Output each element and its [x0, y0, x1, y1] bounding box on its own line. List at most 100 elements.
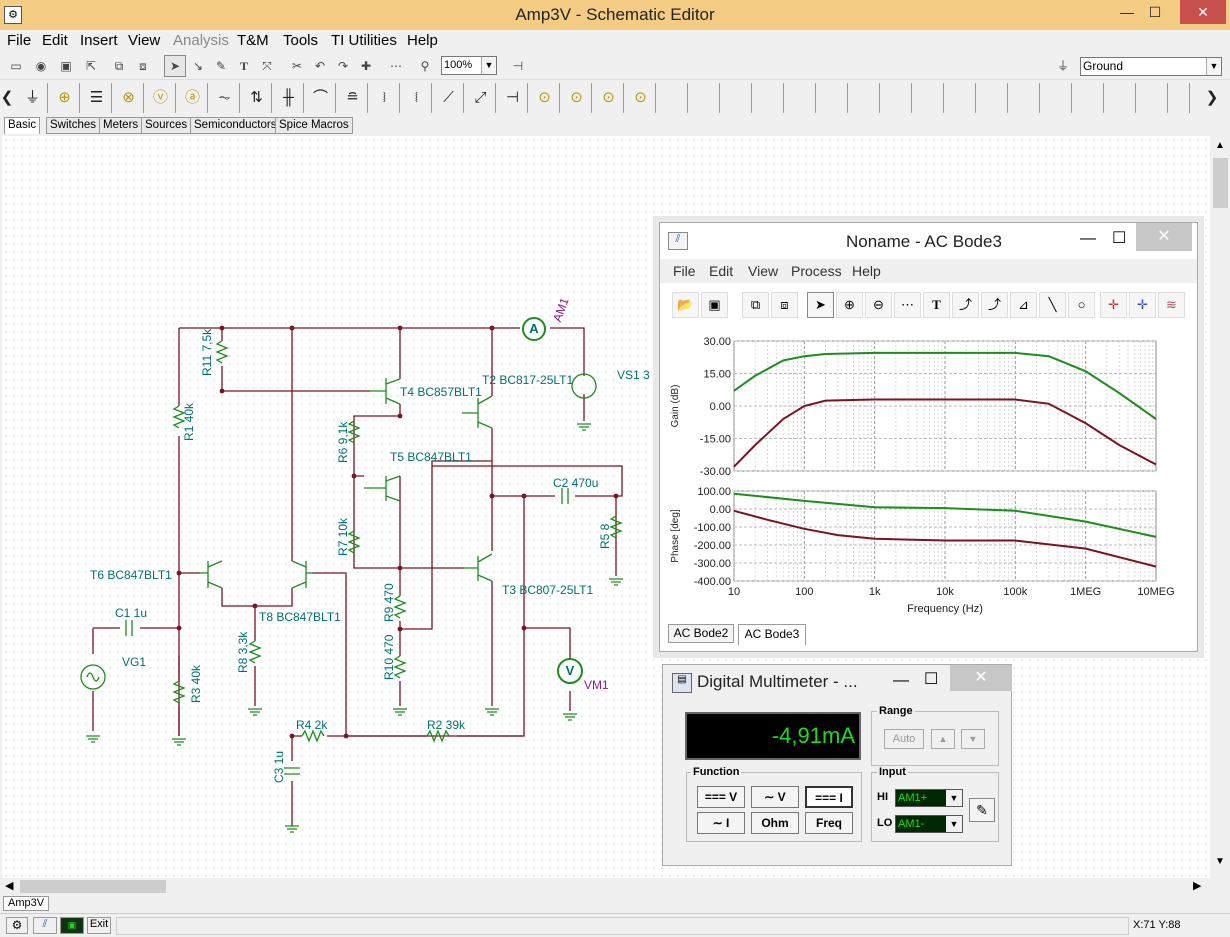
menu-view[interactable]: View — [128, 32, 161, 49]
zoom-100-icon[interactable]: ⊖ — [865, 292, 892, 318]
menu-tools[interactable]: Tools — [283, 32, 319, 49]
meter-icon[interactable]: ▣ — [60, 917, 84, 934]
ground-select[interactable]: Ground▼ — [1080, 57, 1222, 76]
pointer-icon[interactable]: ➤ — [807, 292, 834, 318]
pin-icon[interactable]: ✚ — [360, 59, 372, 73]
bode-maximize[interactable]: ☐ — [1112, 230, 1127, 247]
ohm-button[interactable]: Ohm — [751, 812, 799, 834]
menu-file[interactable]: File — [7, 32, 32, 49]
zoom-select[interactable]: 100%▼ — [441, 56, 497, 75]
bode-menu-file[interactable]: File — [673, 263, 696, 279]
ground-component-icon[interactable]: ⏚ — [18, 83, 48, 113]
cursor-a-icon[interactable]: ⤴ — [952, 292, 979, 318]
ic-source2-icon[interactable]: ⊙ — [562, 83, 592, 113]
probe-icon[interactable]: ✎ — [969, 798, 995, 822]
inductor-core-icon[interactable]: ≘ — [338, 83, 368, 113]
ruler-icon[interactable]: ⊣ — [512, 59, 524, 73]
ground-place-icon[interactable]: ⏚ — [1056, 59, 1069, 73]
zoom-icon[interactable]: ⚲ — [420, 59, 430, 73]
bode-minimize[interactable]: — — [1080, 230, 1096, 247]
paste-icon[interactable]: ⧈ — [771, 292, 798, 318]
marker-b-icon[interactable]: ✛ — [1129, 292, 1156, 318]
switch-component-icon[interactable]: ⟋ — [434, 83, 464, 113]
bode-menu-process[interactable]: Process — [791, 263, 842, 279]
dmm-close[interactable]: ✕ — [950, 665, 1012, 691]
scroll-left-icon[interactable]: ❮ — [0, 89, 14, 106]
dc-current-button[interactable]: === I — [805, 786, 853, 808]
save-icon[interactable]: ▣ — [60, 59, 72, 73]
select-arrow-icon[interactable]: ➤ — [164, 55, 186, 77]
tab-sources[interactable]: Sources — [141, 117, 192, 134]
dependent-source2-icon[interactable]: ⊙ — [626, 83, 656, 113]
redo-icon[interactable]: ↷ — [337, 59, 349, 73]
exit-button[interactable]: Exit — [87, 917, 111, 934]
auto-button[interactable]: Auto — [884, 729, 924, 749]
ac-voltage-button[interactable]: ∼ V — [751, 786, 799, 808]
voltmeter-component-icon[interactable]: ⓥ — [146, 83, 176, 113]
copy-icon[interactable]: ⧉ — [742, 292, 769, 318]
dmm-maximize[interactable]: ☐ — [924, 671, 939, 688]
ac-current-button[interactable]: ∼ I — [697, 812, 745, 834]
vertical-scrollbar[interactable]: ▲ ▼ — [1211, 136, 1230, 878]
menu-tm[interactable]: T&M — [237, 32, 269, 49]
menu-help[interactable]: Help — [407, 32, 438, 49]
horizontal-scroll-thumb[interactable] — [20, 880, 166, 893]
ammeter-am1[interactable]: A — [522, 317, 546, 341]
scroll-down-icon[interactable]: ▼ — [1215, 856, 1225, 867]
app-icon[interactable]: ⚙ — [4, 6, 22, 24]
menu-ti-utilities[interactable]: TI Utilities — [331, 32, 397, 49]
tab-basic[interactable]: Basic — [4, 117, 41, 134]
freq-button[interactable]: Freq — [805, 812, 853, 834]
dc-voltage-button[interactable]: === V — [697, 786, 745, 808]
axis-icon[interactable]: ⊿ — [1010, 292, 1037, 318]
lo-select[interactable]: AM1-▼ — [895, 815, 963, 833]
bode-close[interactable]: ✕ — [1136, 223, 1192, 251]
variable-cap-icon[interactable]: ⤢ — [466, 83, 496, 113]
line-icon[interactable]: ╲ — [1039, 292, 1066, 318]
text-tool-icon[interactable]: T — [239, 59, 248, 73]
transformer-icon[interactable]: ⧘ — [370, 83, 400, 113]
dependent-source-icon[interactable]: ⊙ — [594, 83, 624, 113]
pin-component-icon[interactable]: ⊣ — [498, 83, 528, 113]
bode-menu-view[interactable]: View — [748, 263, 779, 279]
cursor-b-icon[interactable]: ⤴ — [981, 292, 1008, 318]
current-source-icon[interactable]: ⊗ — [114, 83, 144, 113]
save-icon[interactable]: ▣ — [701, 292, 728, 318]
cut-icon[interactable]: ✂ — [291, 59, 303, 73]
grid-icon[interactable]: ⋯ — [894, 292, 921, 318]
text-icon[interactable]: T — [923, 292, 950, 318]
transformer2-icon[interactable]: ⧙ — [402, 83, 432, 113]
dmm-minimize[interactable]: — — [893, 672, 909, 689]
horizontal-scrollbar[interactable]: ◀ ▶ — [0, 878, 1211, 895]
tab-spice-macros[interactable]: Spice Macros — [275, 117, 353, 134]
scroll-left-icon[interactable]: ◀ — [5, 880, 14, 892]
hi-select[interactable]: AM1+▼ — [895, 789, 963, 807]
graph-icon[interactable]: ⫽ — [33, 917, 57, 934]
ground-symbol-icon[interactable]: ☰ — [82, 83, 112, 113]
ammeter-component-icon[interactable]: ⓐ — [178, 83, 208, 113]
curves-icon[interactable]: ≋ — [1158, 292, 1185, 318]
range-down-button[interactable]: ▼ — [961, 729, 985, 749]
undo-icon[interactable]: ↶ — [314, 59, 326, 73]
open-icon[interactable]: ▭ — [10, 59, 22, 73]
copy-icon[interactable]: ⧉ — [114, 59, 124, 73]
marker-a-icon[interactable]: ✛ — [1100, 292, 1127, 318]
paste-icon[interactable]: ⧈ — [139, 59, 147, 73]
voltmeter-vm1[interactable]: V — [557, 658, 583, 684]
ic-source-icon[interactable]: ⊙ — [530, 83, 560, 113]
export-icon[interactable]: ⇱ — [85, 59, 97, 73]
web-icon[interactable]: ◉ — [35, 59, 47, 73]
scroll-up-icon[interactable]: ▲ — [1215, 140, 1225, 151]
grid-icon[interactable]: ⋯ — [390, 59, 402, 73]
scroll-right-icon[interactable]: ▶ — [1193, 880, 1202, 892]
pen-icon[interactable]: ✎ — [215, 59, 227, 73]
bode-tab-3[interactable]: AC Bode3 — [738, 624, 806, 645]
menu-insert[interactable]: Insert — [80, 32, 118, 49]
probe-icon[interactable]: ⤧ — [262, 59, 272, 73]
range-up-button[interactable]: ▲ — [931, 729, 955, 749]
zoom-in-icon[interactable]: ⊕ — [836, 292, 863, 318]
bode-menu-edit[interactable]: Edit — [709, 263, 734, 279]
vertical-scroll-thumb[interactable] — [1213, 158, 1228, 208]
battery-component-icon[interactable]: ⊕ — [50, 83, 80, 113]
